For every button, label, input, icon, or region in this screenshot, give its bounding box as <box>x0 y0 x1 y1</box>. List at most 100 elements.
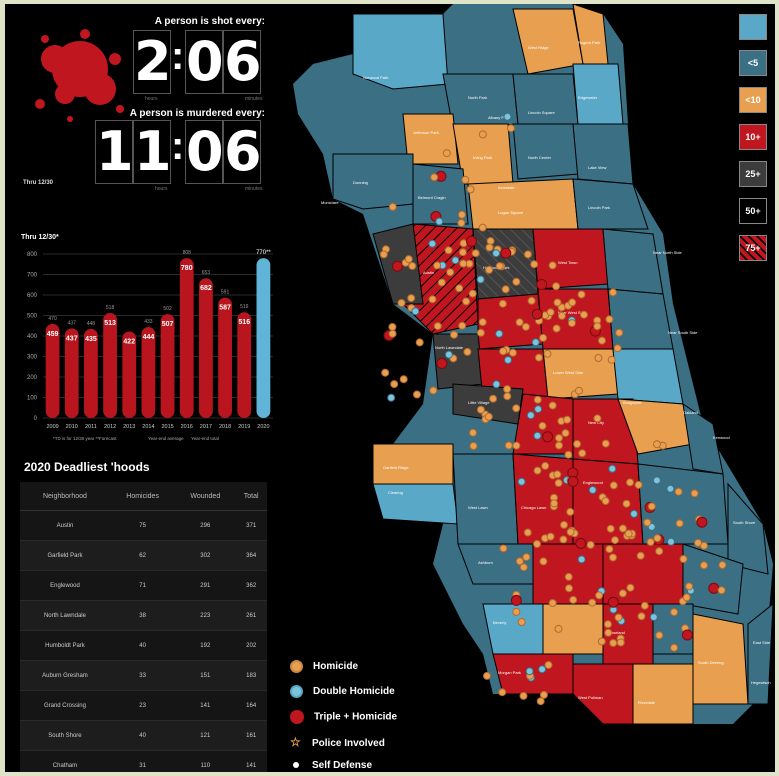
homicide-marker <box>646 538 655 546</box>
homicide-marker <box>388 329 397 338</box>
region-near-south <box>612 348 684 405</box>
homicide-marker <box>685 582 694 591</box>
homicide-marker <box>388 323 397 331</box>
homicide-marker <box>463 347 472 356</box>
homicide-marker <box>597 637 606 646</box>
homicide-marker <box>471 249 480 258</box>
homicide-marker <box>512 441 521 450</box>
region-albany <box>512 73 579 125</box>
orange-dot-icon <box>290 660 303 673</box>
homicide-marker <box>512 607 521 616</box>
triple-homicide-marker <box>681 629 693 641</box>
homicide-marker <box>534 353 543 362</box>
homicide-marker <box>548 261 557 270</box>
homicide-marker <box>594 354 603 362</box>
homicide-marker <box>533 466 542 475</box>
triple-homicide-marker <box>536 279 548 290</box>
col-wounded: Wounded <box>175 482 236 511</box>
cell-wounded: 296 <box>175 510 236 541</box>
label-beverly: Beverly <box>493 620 506 625</box>
homicide-marker <box>553 470 562 479</box>
label-lincoln-square: Lincoln Square <box>528 110 555 115</box>
homicide-marker <box>575 386 583 395</box>
homicide-marker <box>690 489 699 498</box>
homicide-marker <box>461 175 470 184</box>
x-tick-label: 2009 <box>46 424 58 430</box>
region-logan <box>467 178 579 230</box>
marker-legend-homicide: Homicide <box>290 660 358 673</box>
homicide-marker <box>404 255 413 264</box>
double-homicide-marker <box>534 405 543 414</box>
bar <box>122 331 137 418</box>
bar-annotation-label: 502 <box>163 306 172 312</box>
homicide-marker <box>522 553 531 562</box>
homicide-marker <box>563 415 572 424</box>
cell-homicides: 75 <box>109 510 176 541</box>
marker-legend-triple: Triple + Homicide <box>290 710 397 724</box>
homicide-marker <box>450 330 458 339</box>
homicide-marker <box>557 311 566 320</box>
homicide-marker <box>397 299 406 307</box>
bar-annotation-label: 591 <box>221 290 230 296</box>
bar-value-label: 437 <box>66 335 78 342</box>
homicide-marker <box>543 349 552 358</box>
cell-neighborhood: Garfield Park <box>20 540 110 571</box>
homicide-marker <box>601 497 610 505</box>
homicide-marker <box>519 563 528 572</box>
clock-panel: A person is shot every: 2 : 0 6 hours mi… <box>5 4 275 194</box>
y-tick-label: 500 <box>27 314 38 320</box>
homicide-marker <box>554 479 563 487</box>
double-homicide-marker <box>667 537 675 546</box>
homicide-marker <box>546 308 555 317</box>
homicide-marker <box>604 628 613 637</box>
shot-minutes-caption: minutes <box>245 96 263 102</box>
cell-neighborhood: Englewood <box>20 570 110 601</box>
triple-homicide-marker <box>436 357 448 369</box>
cell-neighborhood: Grand Crossing <box>20 690 110 721</box>
triple-homicide-marker <box>607 596 619 608</box>
double-homicide-marker <box>492 249 501 258</box>
homicide-marker <box>507 124 515 133</box>
homicide-marker <box>476 328 485 337</box>
cell-wounded: 121 <box>175 720 236 751</box>
x-tick-label: 2019 <box>238 424 250 430</box>
x-tick-label: 2014 <box>142 424 154 430</box>
homicide-marker <box>499 544 508 553</box>
chart-footnote: *TD is for 12/30 year **Forecast <box>53 436 117 441</box>
table-title: 2020 Deadliest 'hoods <box>24 460 150 474</box>
cell-homicides: 31 <box>109 750 176 772</box>
label-chicago-lawn: Chicago Lawn <box>521 505 546 510</box>
homicide-marker <box>601 439 610 448</box>
homicide-marker <box>489 394 498 403</box>
bar-annotation-label: 433 <box>144 319 153 325</box>
cell-homicides: 33 <box>109 660 176 691</box>
homicide-marker <box>655 631 664 640</box>
region-n-center <box>442 73 519 130</box>
homicide-marker <box>483 671 491 680</box>
label-garfield-ridge: Garfield Ridge <box>383 465 409 470</box>
homicide-marker <box>503 385 512 394</box>
col-homicides: Homicides <box>109 482 176 511</box>
bar-annotation-label: 470 <box>48 316 57 322</box>
label-west-ridge: West Ridge <box>528 45 549 50</box>
murder-hours-caption: hours <box>155 186 168 192</box>
homicide-marker <box>674 487 683 496</box>
label-north-park: North Park <box>468 95 487 100</box>
table-header-row: Neighborhood Homicides Wounded Total <box>20 482 267 511</box>
double-homicide-marker <box>533 431 542 440</box>
bar-value-label: 507 <box>162 321 174 328</box>
murder-minutes-caption: minutes <box>245 186 263 192</box>
homicide-marker <box>407 294 416 303</box>
homicide-marker <box>564 450 573 459</box>
label-little-village: Little Village <box>468 400 490 405</box>
x-tick-label: 2018 <box>219 424 231 430</box>
legend-25plus: 25+ <box>739 161 767 187</box>
region-washington-hts <box>542 603 604 655</box>
bar-annotation-label: 437 <box>68 320 77 326</box>
homicide-marker <box>593 322 602 331</box>
cell-total: 183 <box>235 660 267 691</box>
region-dunning <box>332 153 414 210</box>
